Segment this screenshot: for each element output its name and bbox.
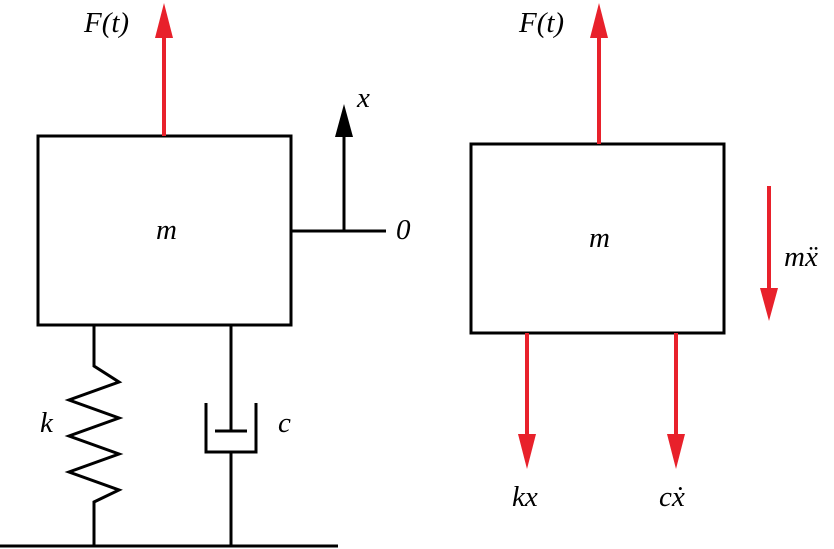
right-diagram: F(t) m mẍ kx cẋ (469, 3, 818, 513)
inertia-arrow (760, 186, 778, 321)
force-label-left: F(t) (83, 7, 129, 39)
axis-label-x: x (356, 82, 370, 114)
mass-label-right: m (589, 222, 610, 254)
spring-force-arrow (518, 333, 536, 469)
left-diagram: F(t) m x 0 k c (0, 3, 411, 548)
spring-force-label: kx (512, 481, 538, 513)
force-label-right: F(t) (518, 7, 564, 39)
spring-label: k (40, 407, 54, 439)
mass-label-left: m (156, 214, 177, 246)
spring (64, 325, 124, 546)
origin-label: 0 (396, 214, 411, 246)
damper (204, 325, 258, 546)
force-arrow-left (155, 3, 173, 136)
damper-label: c (278, 407, 291, 439)
force-arrow-right (590, 3, 608, 144)
damper-force-label: cẋ (659, 481, 685, 513)
inertia-label: mẍ (784, 241, 818, 273)
displacement-axis (291, 104, 386, 233)
damper-force-arrow (667, 333, 685, 469)
